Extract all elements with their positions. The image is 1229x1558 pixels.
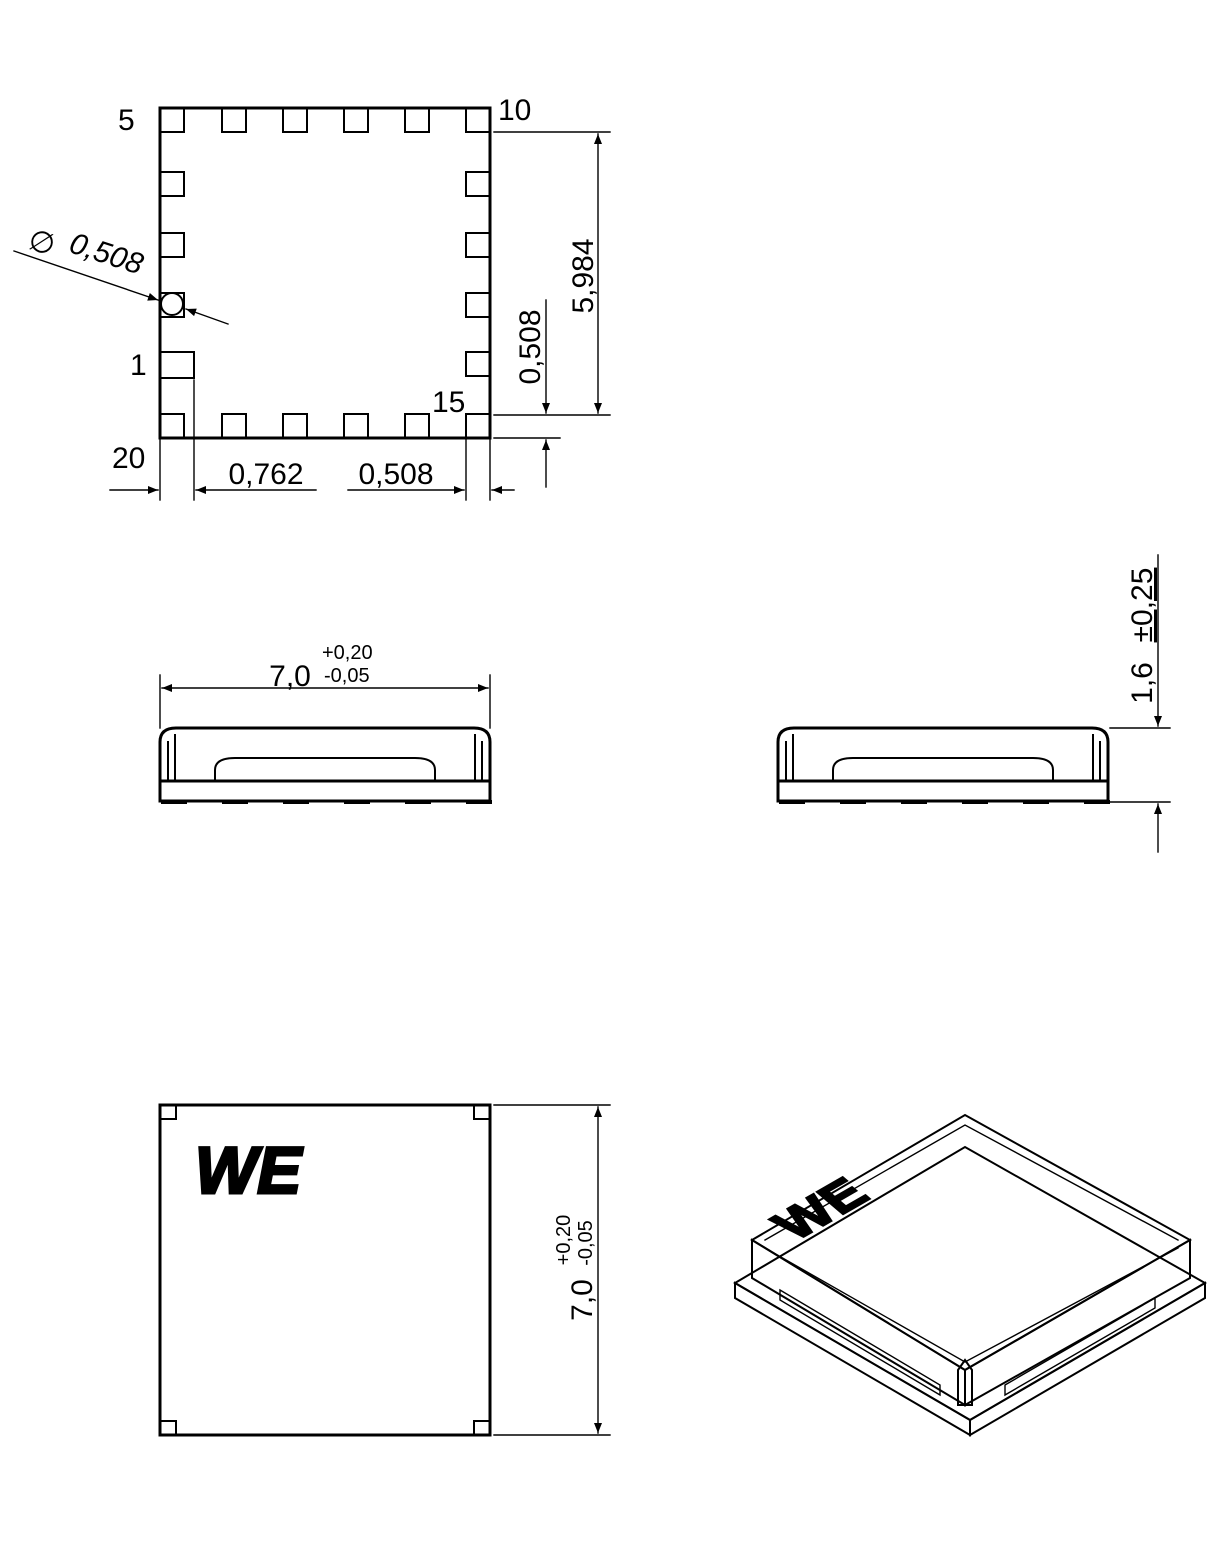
side-window [832, 757, 1054, 782]
pin1-circle-marker [160, 292, 184, 316]
pad-top-3 [282, 107, 308, 133]
top-outline [158, 1103, 492, 1437]
pad-top-2 [221, 107, 247, 133]
dim-pad-pitch-horizontal: 0,508 [358, 458, 433, 491]
side-shield-outline [776, 726, 1110, 802]
pin-label-15: 15 [432, 386, 465, 419]
pad-bottom-4 [343, 413, 369, 439]
dim-pad-offset-vertical: 0,508 [514, 309, 547, 384]
dim-width-nominal: 7,0 [269, 660, 311, 693]
diameter-leader-inner [185, 308, 229, 325]
pad-bottom-3 [282, 413, 308, 439]
pad-top-1 [159, 107, 185, 133]
bottom-view: ∅ 0,508 5 10 1 15 20 5,984 0,508 0,762 0… [13, 94, 611, 501]
dim-length-nominal: 7,0 [566, 1279, 599, 1321]
front-base [158, 779, 492, 803]
pad-left-2 [159, 232, 185, 258]
pad-top-4 [343, 107, 369, 133]
iso-top-edge-front [764, 1247, 1179, 1363]
top-view: WE 7,0 +0,20 -0,05 [158, 1103, 611, 1437]
pin-label-5: 5 [118, 104, 135, 137]
pad-top-5 [404, 107, 430, 133]
dim-length-tol-minus: -0,05 [575, 1220, 597, 1266]
side-view: 1,6 ±0,25 [776, 554, 1171, 853]
package-outline [158, 106, 492, 440]
dim-height-tol: ±0,25 [1126, 568, 1159, 643]
dim-height-nominal: 1,6 [1126, 662, 1159, 704]
isometric-view: WE [733, 1113, 1208, 1437]
dim-width-tol-minus: -0,05 [324, 665, 370, 687]
top-corner-tr [473, 1104, 491, 1120]
pad-right-1 [465, 171, 491, 197]
diameter-leader [13, 250, 159, 301]
pad-right-3 [465, 292, 491, 318]
iso-window-right [1004, 1296, 1156, 1397]
dim-width-tol-plus: +0,20 [322, 642, 373, 664]
pad-1 [159, 351, 195, 379]
iso-window-left [779, 1288, 941, 1397]
top-corner-tl [159, 1104, 177, 1120]
pin-label-10: 10 [498, 94, 531, 127]
dim-height-pitch: 5,984 [567, 238, 600, 313]
pad-right-4 [465, 351, 491, 377]
pad-bottom-2 [221, 413, 247, 439]
dim-length-tol-plus: +0,20 [553, 1215, 575, 1266]
top-corner-br [473, 1420, 491, 1436]
front-shield-outline [158, 726, 492, 802]
iso-we-logo: WE [756, 1172, 885, 1246]
pad-bottom-1 [159, 413, 185, 439]
pad-bottom-5 [404, 413, 430, 439]
iso-base-right [969, 1281, 1206, 1437]
side-base [776, 779, 1110, 803]
dim-pad-offset-horizontal: 0,762 [228, 458, 303, 491]
front-view: 7,0 +0,20 -0,05 [158, 642, 492, 804]
pad-left-1 [159, 171, 185, 197]
pad-group [159, 107, 491, 439]
iso-base-left [734, 1281, 971, 1437]
pad-bottom-6 [465, 413, 491, 439]
top-corner-bl [159, 1420, 177, 1436]
pad-top-6 [465, 107, 491, 133]
front-window [214, 757, 436, 782]
pad-right-2 [465, 232, 491, 258]
pin-label-20: 20 [112, 442, 145, 475]
we-logo: WE [195, 1133, 303, 1207]
pin-label-1: 1 [130, 349, 147, 382]
iso-shield-right [964, 1238, 1191, 1407]
iso-corner-notch [957, 1358, 973, 1406]
iso-top-edge-back [764, 1124, 1179, 1241]
